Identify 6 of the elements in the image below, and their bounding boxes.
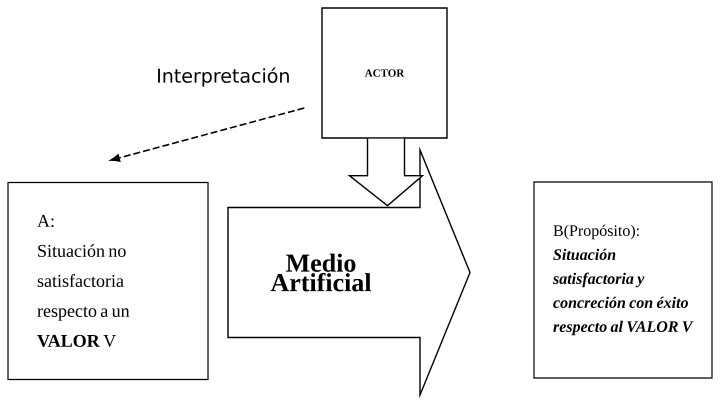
arrow <box>110 107 305 162</box>
block-arrow <box>347 138 424 207</box>
actor-box: ACTOR <box>321 7 448 139</box>
text-box: B(Propósito): Situación satisfactoria y concreción con éxito respecto al VALOR V <box>533 181 713 379</box>
edge-label: Interpretación <box>158 67 289 87</box>
text-box: A: Situación no satisfactoria respecto a un VALOR V <box>7 182 209 380</box>
